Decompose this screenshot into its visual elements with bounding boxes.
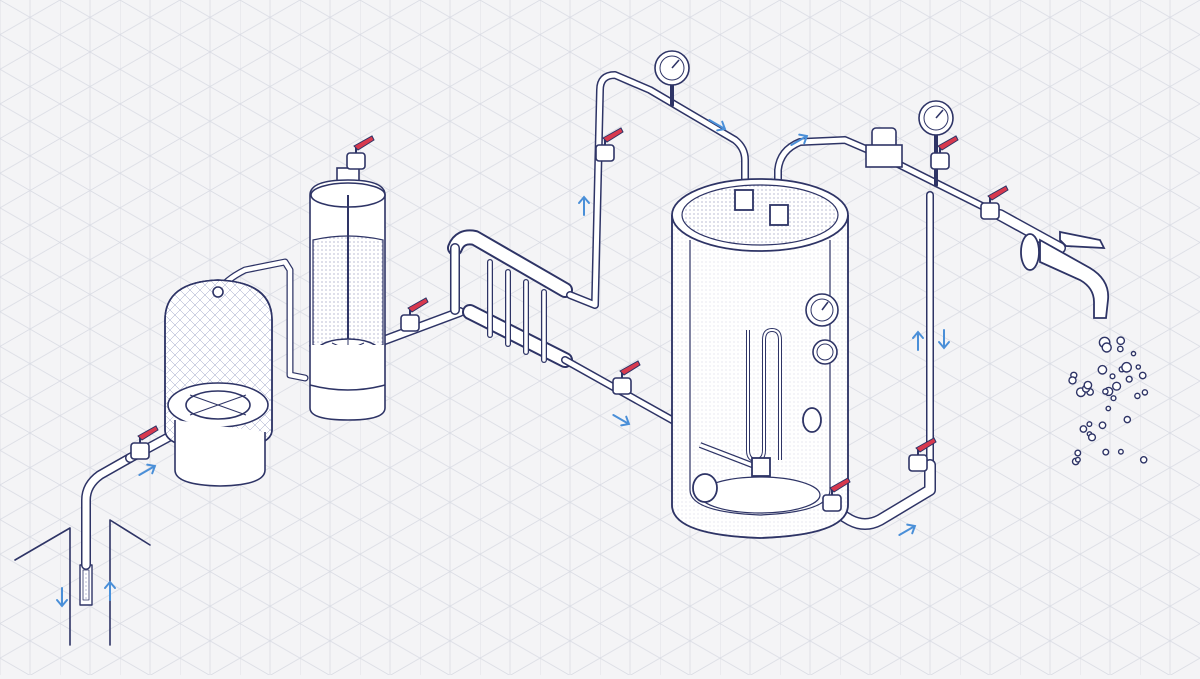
flow-arrow-icon [56,587,68,608]
check-valve [865,127,903,168]
ball-valve-icon [908,437,937,472]
water-drop [1098,421,1107,430]
flow-arrow-icon [790,133,809,146]
water-drop [1109,373,1116,380]
flow-arrow-icon [138,463,157,476]
water-drop [1097,364,1108,375]
water-heater-tank [671,178,849,539]
ball-valve-icon [595,127,624,162]
valves [130,127,1009,512]
pipe-network [14,71,1066,646]
water-drop [1116,345,1124,353]
water-drop [1087,433,1097,442]
pressure-gauge-icon [654,50,690,86]
water-drop [1101,342,1112,353]
water-drop [1110,395,1117,402]
water-drop [1125,375,1133,383]
flow-arrow-icon [708,119,727,132]
flow-arrow-icon [912,330,924,351]
water-drop [1135,364,1142,370]
temperature-gauge-icon [812,339,838,365]
water-drop [1139,455,1148,464]
water-drop [1086,421,1093,428]
ball-valve-icon [612,360,641,395]
water-drop [1111,381,1122,391]
water-drop [1074,449,1082,457]
water-drops [1068,336,1149,466]
water-drop [1121,361,1133,373]
sediment-filter [309,167,386,421]
ball-valve-icon [400,297,429,332]
ball-valve-icon [822,477,851,512]
water-drop [1083,380,1093,390]
water-drop [1102,388,1109,395]
flow-arrow-icon [938,329,950,350]
water-drop [1068,376,1077,385]
water-drop [1123,415,1132,424]
flow-arrow-icon [578,195,590,216]
water-drop [1079,425,1088,433]
pressure-gauge-icon [918,100,954,136]
flow-arrow-icon [612,414,631,427]
water-drop [1141,389,1149,396]
faucet-icon [1020,230,1110,319]
ball-valve-icon [980,185,1009,220]
water-drop [1102,448,1110,456]
ball-valve-icon [346,135,375,170]
ball-valve-icon [930,135,959,170]
pressure-gauge-icon [805,293,839,327]
water-drop [1074,456,1081,463]
pressure-tank [164,279,273,487]
water-drop [1105,405,1112,412]
flow-arrows [56,119,950,608]
well-shaft [14,519,151,646]
water-drop [1138,371,1147,380]
water-drop [1116,336,1126,346]
flow-arrow-icon [104,580,116,601]
ball-valve-icon [130,425,159,460]
water-drop [1117,448,1124,455]
water-drop [1130,350,1137,357]
flow-arrow-icon [898,523,917,536]
water-drop [1134,392,1141,400]
